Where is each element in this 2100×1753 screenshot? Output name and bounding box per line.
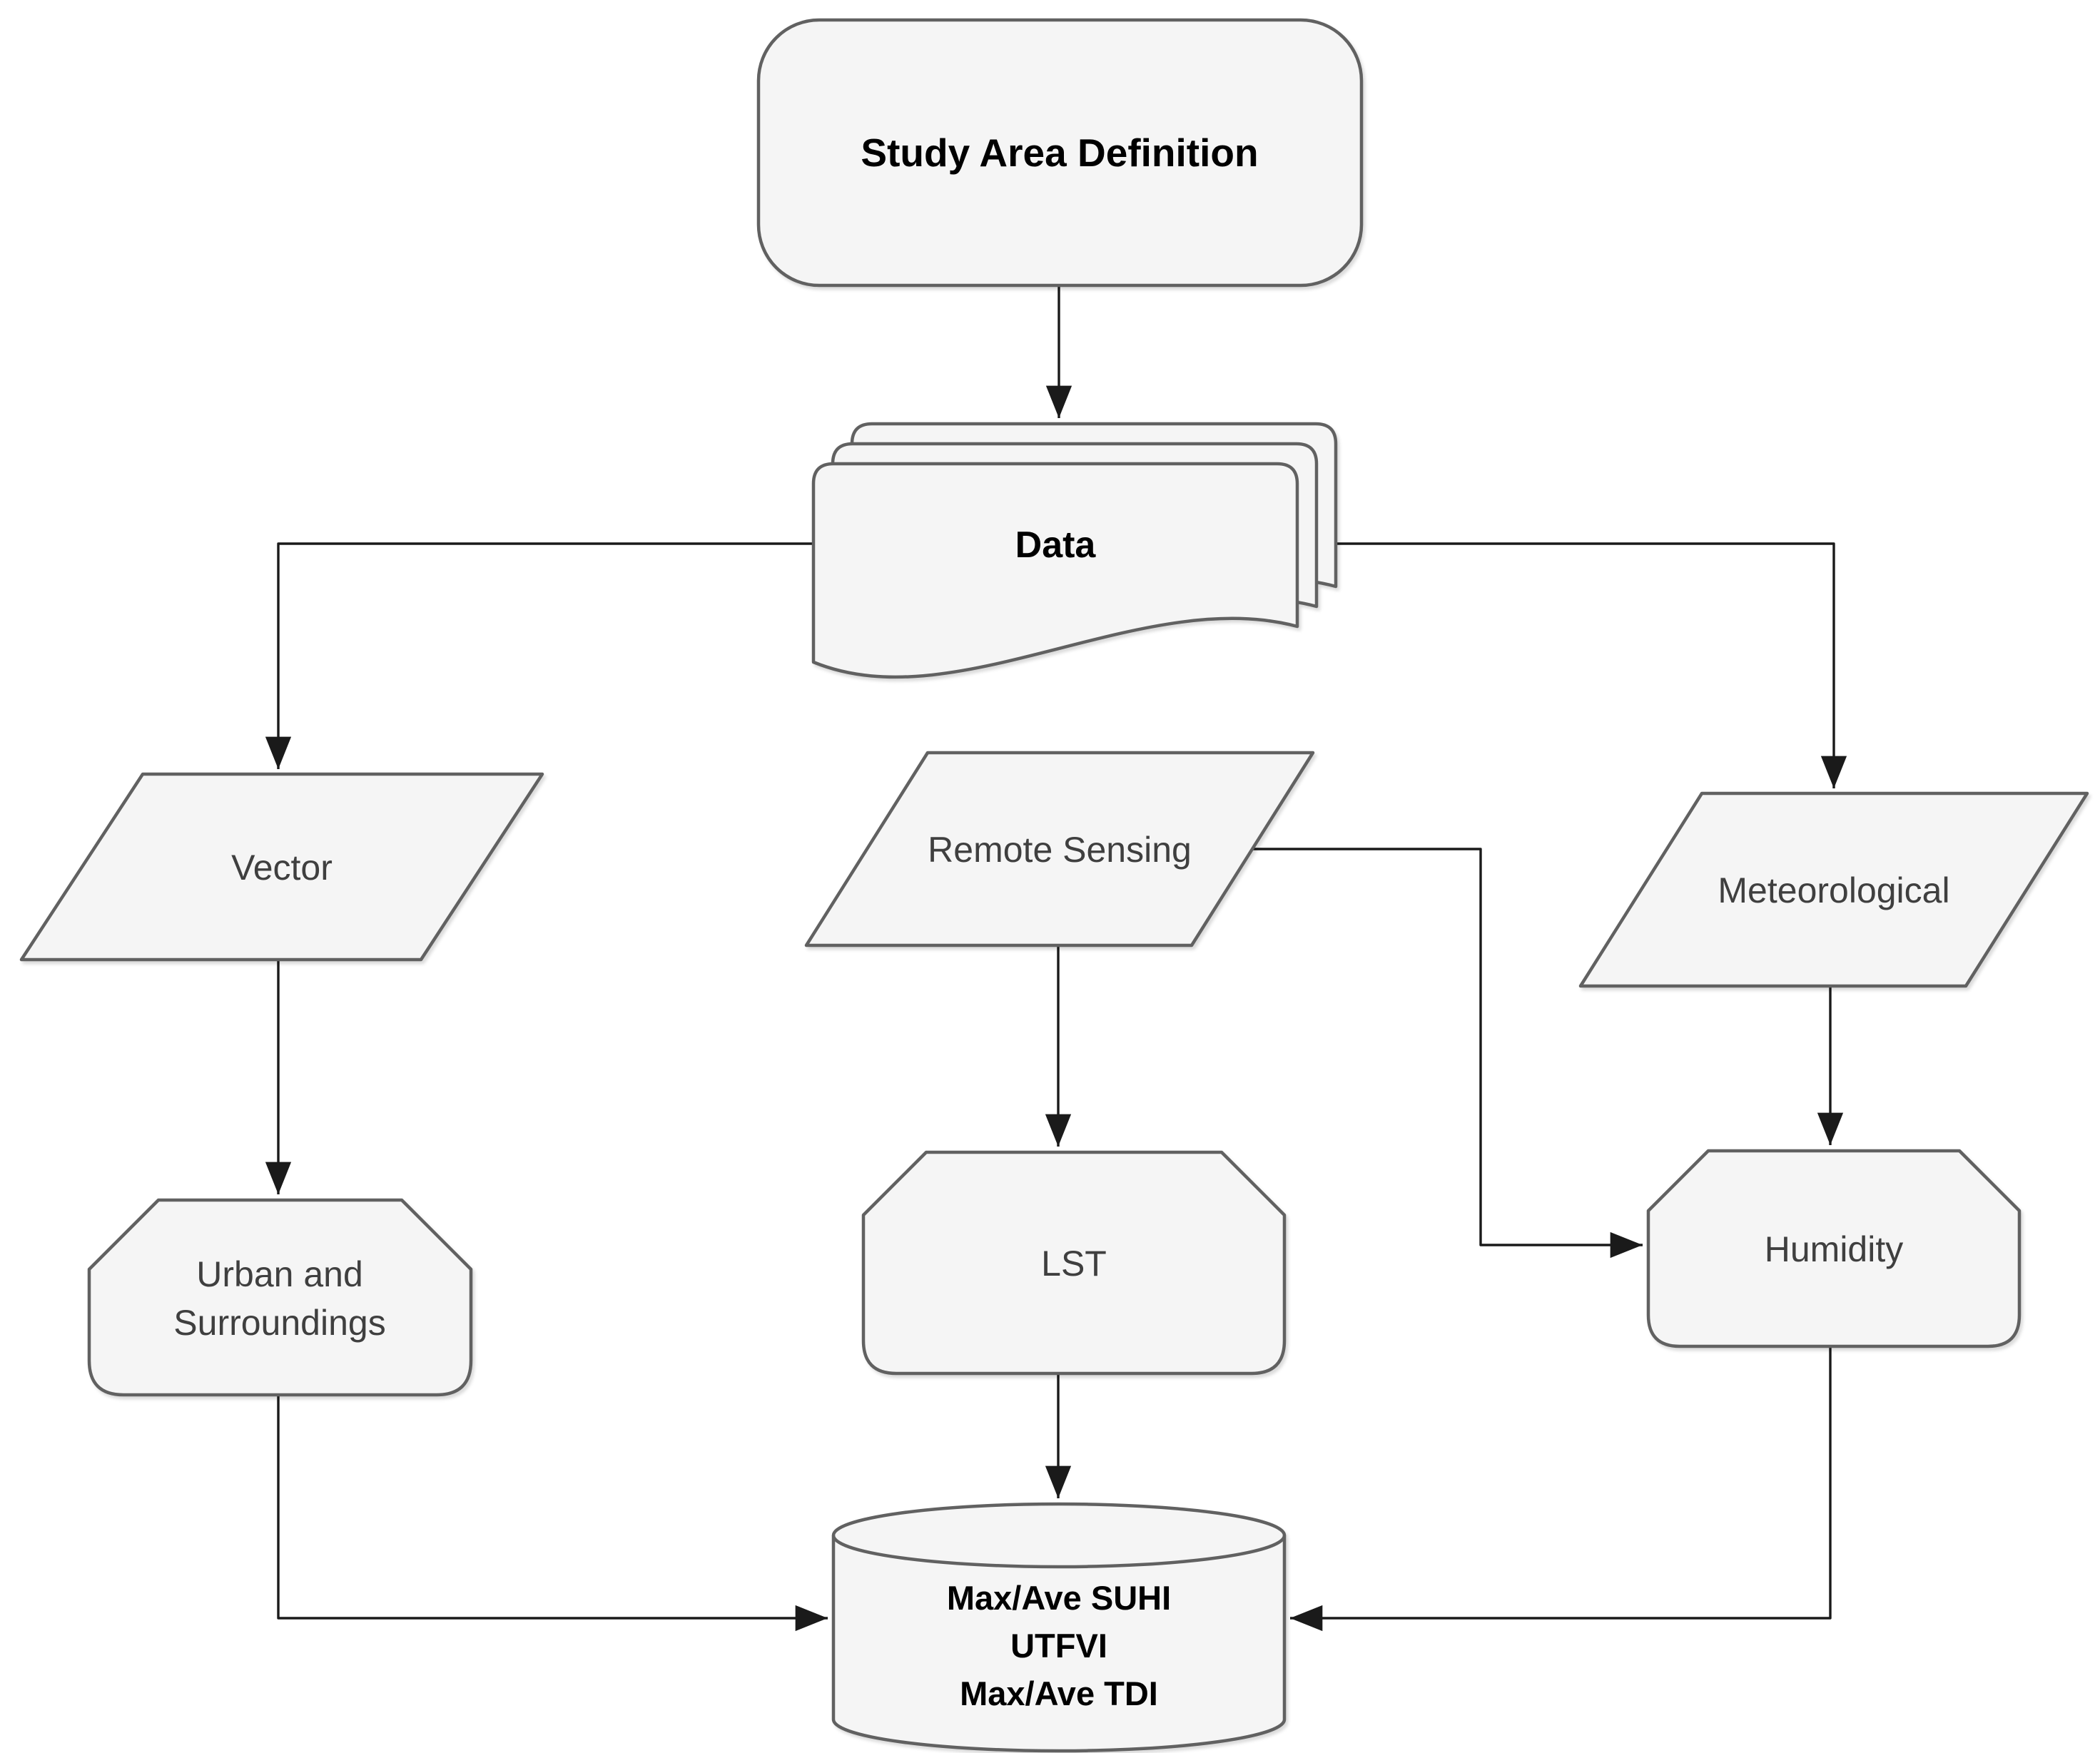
remote-sensing-label: Remote Sensing <box>928 830 1192 870</box>
lst-label: LST <box>1041 1244 1107 1284</box>
edge-data-to-meteorological <box>1336 542 1847 788</box>
vector-parallelogram <box>19 772 544 962</box>
edge-humidity-to-results-database <box>1290 1346 1832 1632</box>
edges-layer <box>265 285 1847 1632</box>
study-area-label: Study Area Definition <box>861 131 1258 175</box>
urban-surroundings-label-line1: Urban and <box>196 1254 363 1294</box>
node-vector: Vector <box>19 772 544 962</box>
node-remote-sensing: Remote Sensing <box>804 751 1315 947</box>
meteorological-parallelogram <box>1578 791 2089 988</box>
vector-label: Vector <box>231 848 333 888</box>
results-database-label-line2: UTFVI <box>1010 1627 1107 1665</box>
remote-sensing-parallelogram <box>804 751 1315 947</box>
edge-urban-surroundings-to-results-database <box>277 1395 828 1632</box>
node-lst: LST <box>861 1150 1287 1376</box>
data-label: Data <box>1015 524 1097 566</box>
results-database-label-line1: Max/Ave SUHI <box>947 1579 1171 1617</box>
study-area-box <box>756 18 1364 288</box>
node-meteorological: Meteorological <box>1578 791 2089 988</box>
node-results-database: Max/Ave SUHI UTFVI Max/Ave TDI <box>831 1502 1287 1753</box>
node-data-documents: Data <box>811 422 1338 679</box>
edge-data-to-vector <box>265 542 813 769</box>
humidity-label: Humidity <box>1765 1229 1903 1269</box>
humidity-shape <box>1646 1149 2022 1348</box>
results-database-cylinder <box>831 1502 1287 1753</box>
lst-shape <box>861 1150 1287 1376</box>
urban-surroundings-label-line2: Surroundings <box>173 1303 385 1343</box>
edge-remote-sensing-to-humidity <box>1252 848 1643 1259</box>
results-database-top-ellipse-arc <box>831 1535 1287 1569</box>
meteorological-label: Meteorological <box>1718 870 1949 910</box>
data-document-front <box>811 462 1299 679</box>
node-humidity: Humidity <box>1646 1149 2022 1348</box>
urban-surroundings-shape <box>87 1198 473 1397</box>
node-urban-surroundings: Urban and Surroundings <box>87 1198 473 1397</box>
results-database-label-line3: Max/Ave TDI <box>960 1675 1158 1712</box>
node-study-area-definition: Study Area Definition <box>756 18 1364 288</box>
